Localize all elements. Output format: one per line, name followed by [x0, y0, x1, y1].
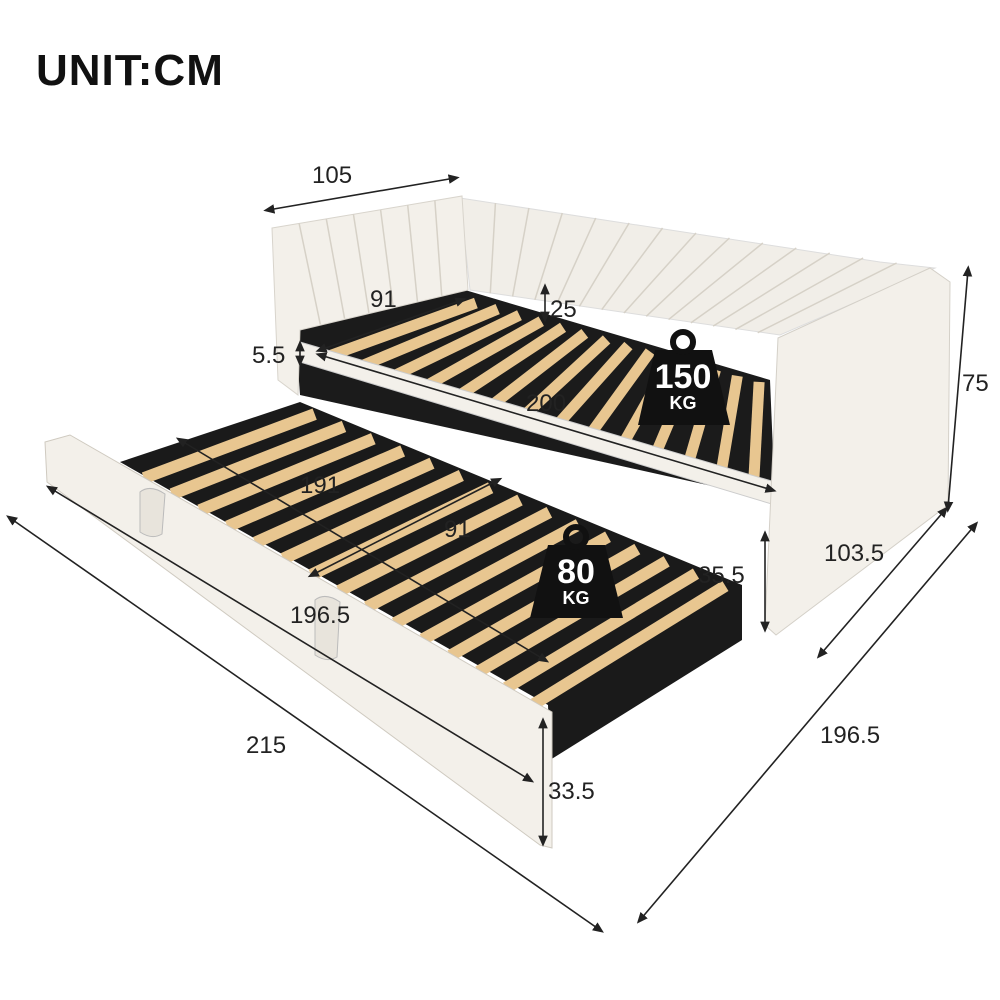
trundle-weight-capacity: 80 KG	[533, 555, 619, 607]
slat	[748, 381, 765, 486]
back-panel-channels	[489, 202, 897, 334]
left-arm	[271, 195, 469, 396]
tufted-channel	[690, 247, 797, 324]
dim-overall-length: 215	[246, 732, 287, 759]
dim-overall-depth: 103.5	[824, 540, 885, 567]
trundle-handle	[139, 488, 166, 538]
main-weight-capacity: 150 KG	[640, 360, 726, 412]
tufted-channel	[623, 232, 697, 314]
tufted-channel	[601, 227, 664, 311]
tufted-channel	[379, 209, 394, 308]
tufted-channel	[489, 202, 497, 294]
main-weight-unit: KG	[669, 393, 697, 413]
dim-trundle-inner-length: 191	[300, 472, 341, 499]
dim-bed-inner-length: 200	[526, 390, 567, 417]
dim-arm-width: 105	[312, 162, 353, 189]
dim-bed-inner-width: 91	[370, 286, 397, 313]
tufted-channel	[578, 222, 630, 307]
main-weight-value: 150	[654, 358, 712, 396]
weight-icon-ring	[670, 329, 696, 355]
tufted-channel	[534, 212, 564, 301]
dim-trundle-inner-width: 91	[444, 516, 471, 543]
dim-rail-height: 5.5	[252, 342, 286, 369]
dim-back-rail-height: 25	[550, 296, 577, 323]
tufted-channel	[735, 257, 864, 331]
trundle-weight-unit: KG	[562, 588, 590, 608]
tufted-channel	[645, 237, 730, 317]
dim-trundle-panel-length: 196.5	[290, 602, 351, 629]
unit-title: UNIT:CM	[36, 46, 224, 95]
tufted-channel	[712, 252, 831, 327]
trundle-weight-value: 80	[557, 553, 595, 591]
dim-trundle-height-gap: 35.5	[698, 562, 745, 589]
tufted-channel	[352, 214, 370, 313]
dim-overall-side-length: 196.5	[820, 722, 881, 749]
tufted-channel	[556, 217, 597, 304]
tufted-channel	[757, 262, 897, 334]
dim-trundle-height: 33.5	[548, 778, 595, 805]
tufted-channel	[668, 242, 764, 321]
dim-overall-height: 75	[962, 370, 989, 397]
tufted-channel	[406, 205, 419, 302]
tufted-channel	[434, 200, 443, 296]
tufted-channel	[511, 207, 530, 297]
dimension-lines	[6, 174, 979, 933]
